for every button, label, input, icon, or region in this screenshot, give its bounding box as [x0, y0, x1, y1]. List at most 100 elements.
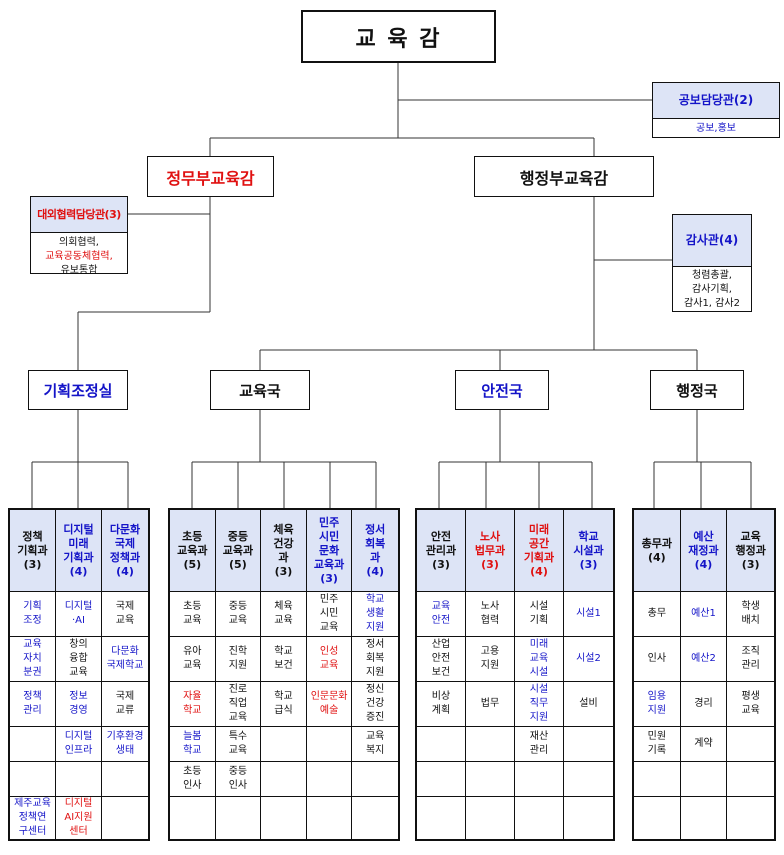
- vice-superintendent-admin-title: 행정부교육감: [519, 168, 609, 188]
- dept-duty-cell: [417, 762, 465, 797]
- dept-duty-cell: 예산2: [680, 637, 727, 682]
- dept-duty-text: 인사: [647, 653, 667, 664]
- dept-duty-cell: [102, 762, 148, 797]
- dept-duty-cell: [634, 762, 680, 797]
- bureau-safety-box: 안전국: [455, 370, 549, 410]
- dept-duty-cell: [306, 762, 352, 797]
- dept-duty-cell: 법무: [466, 682, 514, 727]
- bureau-admin-title: 행정국: [676, 381, 718, 400]
- dept-duty-cell: 예산1: [680, 592, 727, 637]
- bureau-safety-title: 안전국: [481, 381, 523, 400]
- dept-duty-cell: [417, 727, 465, 762]
- external-cooperation-title: 대외협력담당관(3): [31, 197, 127, 233]
- dept-duty-text: 시설2: [576, 653, 601, 664]
- dept-duty-cell: [727, 727, 774, 762]
- bureau-planning-box: 기획조정실: [28, 370, 128, 410]
- dept-duty-text: 법무: [480, 698, 500, 709]
- dept-duty-cell: [727, 797, 774, 839]
- dept-duty-cell: 디지털·AI: [56, 592, 101, 637]
- dept-duty-cell: [564, 762, 613, 797]
- dept-duty-cell: [10, 727, 55, 762]
- dept-duty-cell: [466, 762, 514, 797]
- dept-duty-cell: [515, 797, 563, 839]
- spokesperson-title: 공보담당관(2): [653, 83, 779, 119]
- dept-duty-cell: [307, 797, 352, 839]
- audit-duty-2: 감사기획,: [692, 284, 732, 295]
- external-cooperation-box: 대외협력담당관(3) 의회협력, 교육공동체협력, 유보통합: [30, 196, 128, 276]
- dept-duty-text: 예산2: [691, 653, 716, 664]
- dept-duty-text: 총무: [647, 608, 667, 619]
- superintendent-title: 교 육 감: [355, 26, 442, 52]
- dept-duty-text: 계약: [694, 738, 713, 749]
- dept-duty-text: 예산1: [691, 608, 716, 619]
- dept-duty-cell: [564, 797, 613, 839]
- audit-box: 감사관(4) 청렴총괄, 감사기획, 감사1, 감사2: [672, 214, 752, 312]
- vice-superintendent-education-title: 정무부교육감: [166, 168, 255, 188]
- dept-duty-cell: 총무: [634, 592, 680, 637]
- dept-duty-cell: [261, 797, 306, 839]
- dept-duty-text: 설비: [579, 698, 598, 709]
